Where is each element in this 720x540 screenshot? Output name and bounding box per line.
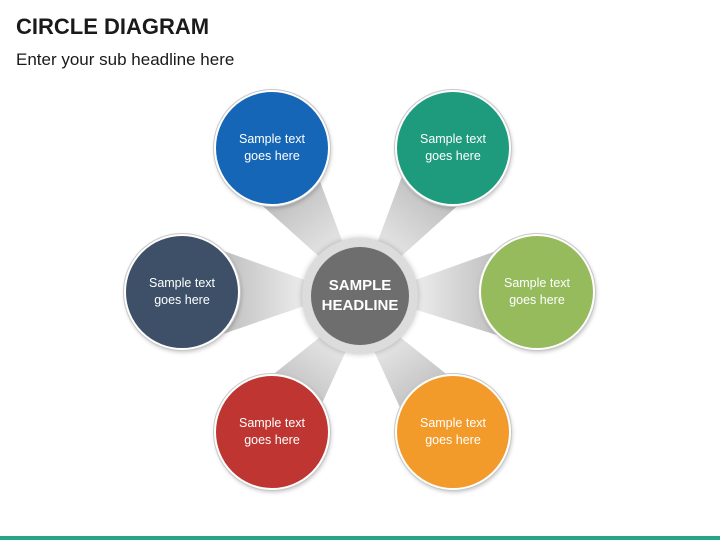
node-top-left: Sample text goes here — [214, 90, 330, 206]
footer-bar — [0, 536, 720, 540]
center-headline: SAMPLE HEADLINE — [311, 247, 409, 345]
page-title: CIRCLE DIAGRAM — [16, 14, 210, 39]
node-bottom-left: Sample text goes here — [214, 374, 330, 490]
node-left: Sample text goes here — [124, 234, 240, 350]
page-subtitle: Enter your sub headline here — [16, 50, 235, 69]
node-right: Sample text goes here — [479, 234, 595, 350]
node-bottom-right: Sample text goes here — [395, 374, 511, 490]
node-top-right: Sample text goes here — [395, 90, 511, 206]
